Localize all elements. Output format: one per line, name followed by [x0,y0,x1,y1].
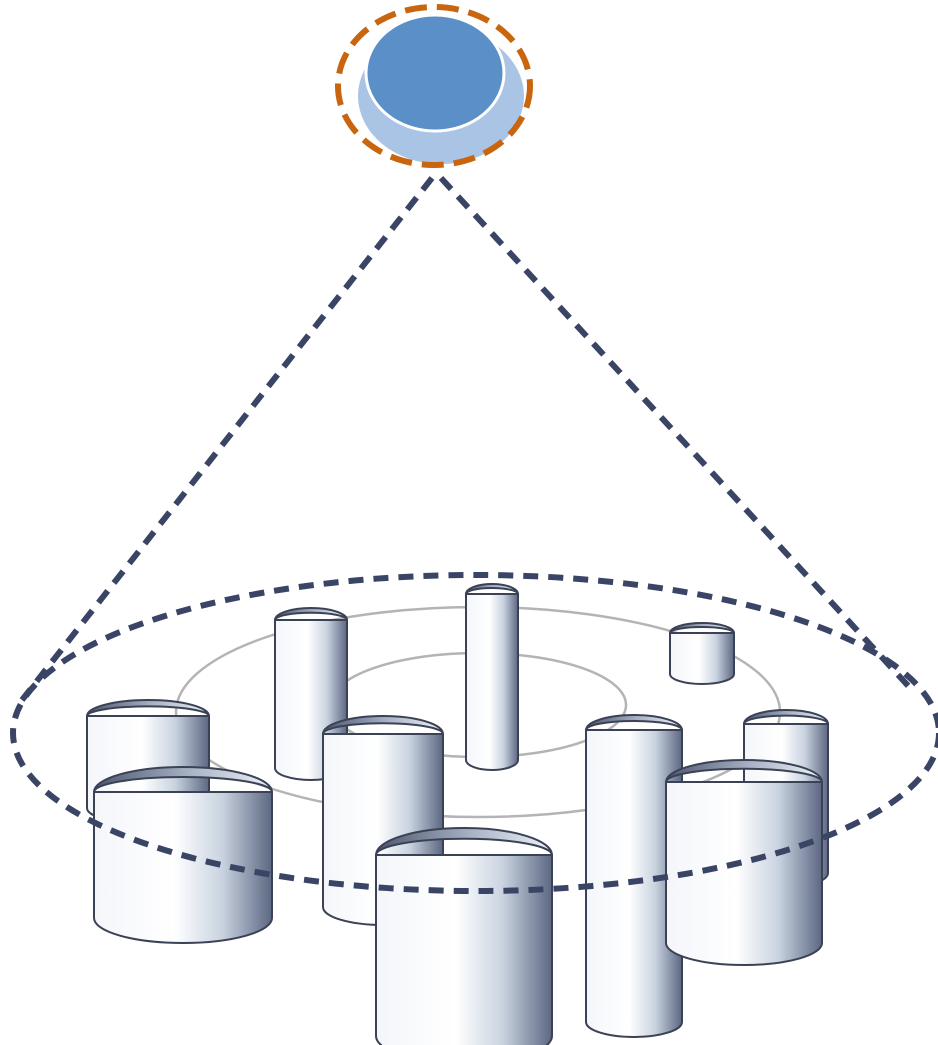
cone-line-right [438,175,915,693]
cylinder-body [669,632,735,685]
cylinder [669,622,735,685]
cylinder-top [669,622,735,634]
cylinder [93,766,273,944]
cylinder-top [322,715,444,735]
cylinder-top [665,759,823,783]
cylinder [465,583,519,771]
source-dashed-ring [335,4,533,168]
cylinder [665,759,823,966]
cylinder [375,827,553,1045]
cylinder-top [274,607,348,621]
source-node [335,4,533,168]
cylinder-top [585,714,683,731]
source-disc [364,13,506,133]
cylinder-top [375,827,553,856]
cylinder-top [743,709,829,725]
cylinder-top [465,583,519,595]
cylinder-body [465,593,519,771]
cylinder-top [86,699,210,717]
cylinder-body [375,854,553,1045]
cylinder-body [665,781,823,966]
coverage-boundary [10,572,938,894]
cylinder-top [93,766,273,793]
cylinder-body [93,791,273,944]
cone-line-left [19,176,435,702]
